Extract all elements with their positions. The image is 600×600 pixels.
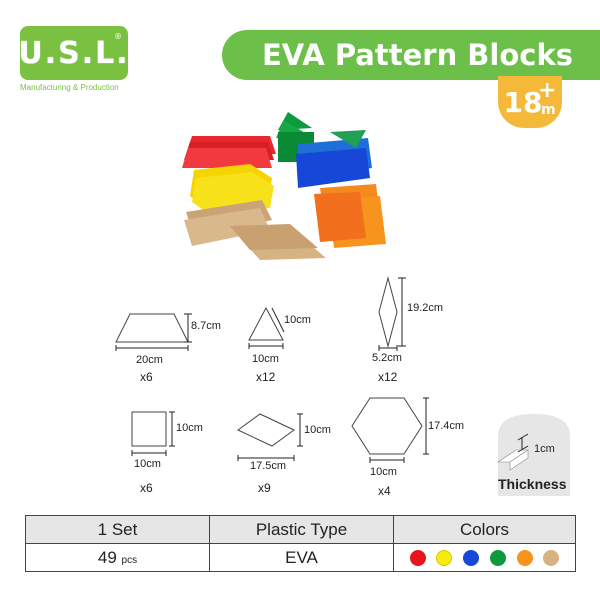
- square-width: 10cm: [134, 458, 161, 470]
- trapezoid-width: 20cm: [136, 354, 163, 366]
- age-badge: 18 + m: [498, 76, 562, 128]
- logo-text: U.S.L.: [18, 35, 130, 71]
- color-dot-green: [489, 550, 506, 567]
- triangle-count: x12: [256, 370, 276, 384]
- thin-rhombus-shape: [378, 276, 406, 351]
- age-unit: m: [541, 102, 556, 118]
- thin-rhombus-count: x12: [378, 370, 398, 384]
- thin-rhombus-width: 5.2cm: [372, 352, 402, 364]
- thickness-label: Thickness: [498, 476, 567, 492]
- header-set: 1 Set: [25, 515, 210, 544]
- square-count: x6: [140, 481, 153, 495]
- thin-rhombus-height: 19.2cm: [407, 302, 444, 314]
- trapezoid-shape: [115, 313, 189, 351]
- wide-rhombus-width: 17.5cm: [250, 460, 287, 472]
- spec-table-header-row: 1 Set Plastic Type Colors: [25, 515, 576, 544]
- age-number: 18: [503, 85, 543, 119]
- hexagon-height: 17.4cm: [428, 420, 465, 432]
- hexagon-count: x4: [378, 484, 391, 498]
- trapezoid-count: x6: [140, 370, 153, 384]
- brand-tagline: Manufacturing & Production: [20, 83, 119, 92]
- header-plastic-type: Plastic Type: [209, 515, 394, 544]
- colors-cell: [393, 543, 576, 572]
- color-dot-red: [409, 550, 426, 567]
- color-dot-blue: [463, 550, 480, 567]
- plastic-type-value: EVA: [209, 543, 394, 572]
- thickness-value: 1cm: [534, 443, 555, 455]
- triangle-height: 10cm: [284, 314, 311, 326]
- age-plus: +: [538, 78, 557, 103]
- triangle-shape: [248, 306, 284, 349]
- header-colors: Colors: [393, 515, 576, 544]
- trapezoid-height-marker: [184, 313, 192, 343]
- set-quantity-cell: 49 pcs: [25, 543, 210, 572]
- wide-rhombus-count: x9: [258, 481, 271, 495]
- trapezoid-height: 8.7cm: [191, 320, 221, 332]
- title-banner: EVA Pattern Blocks: [222, 30, 600, 80]
- wide-rhombus-shape: [237, 413, 303, 461]
- triangle-side-marker: [271, 307, 285, 333]
- color-dot-tan: [543, 550, 560, 567]
- thickness-illustration: [497, 414, 570, 496]
- square-shape: [131, 411, 175, 456]
- color-dot-orange: [516, 550, 533, 567]
- product-photo: [182, 112, 386, 260]
- spec-table: 1 Set Plastic Type Colors 49 pcs EVA: [25, 515, 576, 572]
- set-quantity-unit: pcs: [121, 554, 138, 566]
- triangle-width: 10cm: [252, 353, 279, 365]
- wide-rhombus-height: 10cm: [304, 424, 331, 436]
- brand-logo: U.S.L. ®: [18, 26, 130, 80]
- color-dot-yellow: [436, 550, 453, 567]
- hexagon-shape: [351, 397, 429, 463]
- registered-mark: ®: [114, 32, 122, 41]
- set-quantity: 49: [97, 547, 117, 567]
- hexagon-width: 10cm: [370, 466, 397, 478]
- square-height: 10cm: [176, 422, 203, 434]
- spec-table-row: 49 pcs EVA: [25, 543, 576, 572]
- page-title: EVA Pattern Blocks: [262, 38, 574, 72]
